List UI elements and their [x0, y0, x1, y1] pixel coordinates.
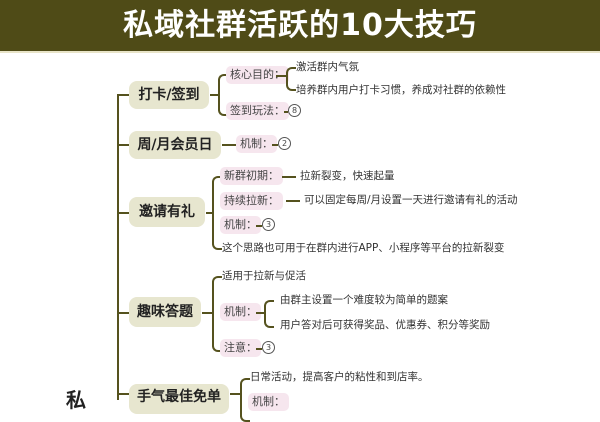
leaf-text: 由群主设置一个难度较为简单的题案 — [280, 294, 448, 306]
leaf-text: 可以固定每周/月设置一天进行邀请有礼的活动 — [304, 194, 518, 206]
branch-checkin[interactable]: 打卡/签到 — [129, 81, 209, 109]
node-mechanism[interactable]: 机制： — [220, 303, 261, 321]
node-checkin-play[interactable]: 签到玩法： — [226, 102, 289, 120]
leaf-text: 激活群内气氛 — [296, 61, 359, 73]
connector — [256, 348, 262, 350]
brace — [218, 74, 228, 116]
connector — [222, 144, 236, 146]
connector — [117, 94, 129, 96]
title-banner: 私域社群活跃的10大技巧 — [0, 0, 600, 53]
connector — [117, 393, 129, 395]
connector — [286, 200, 300, 202]
collapsed-count-badge[interactable]: 8 — [288, 104, 301, 117]
collapsed-count-badge[interactable]: 2 — [278, 137, 291, 150]
node-mechanism[interactable]: 机制： — [236, 135, 277, 153]
connector — [210, 94, 218, 96]
node-core-purpose[interactable]: 核心目的： — [226, 66, 289, 84]
leaf-text: 用户答对后可获得奖品、优惠券、积分等奖励 — [280, 319, 490, 331]
connector — [117, 212, 129, 214]
brace — [286, 67, 296, 91]
trunk-line — [117, 94, 119, 400]
leaf-text: 这个思路也可用于在群内进行APP、小程序等平台的拉新裂变 — [222, 242, 505, 254]
branch-fun-quiz[interactable]: 趣味答题 — [129, 297, 201, 327]
connector — [256, 225, 262, 227]
brace — [212, 276, 222, 352]
branch-lucky-free-order[interactable]: 手气最佳免单 — [129, 384, 229, 414]
node-note[interactable]: 注意： — [220, 339, 261, 357]
connector — [284, 111, 288, 113]
page-title: 私域社群活跃的10大技巧 — [123, 8, 477, 43]
connector — [276, 75, 286, 77]
connector — [272, 144, 278, 146]
branch-invite-reward[interactable]: 邀请有礼 — [129, 197, 205, 227]
leaf-text: 培养群内用户打卡习惯，养成对社群的依赖性 — [296, 84, 506, 96]
node-mechanism[interactable]: 机制： — [220, 216, 261, 234]
collapsed-count-badge[interactable]: 3 — [262, 218, 275, 231]
connector — [202, 312, 212, 314]
node-new-group[interactable]: 新群初期： — [220, 167, 283, 185]
leaf-text: 拉新裂变，快速起量 — [300, 170, 395, 182]
leaf-text: 适用于拉新与促活 — [222, 270, 306, 282]
brace — [264, 300, 274, 328]
node-continuous[interactable]: 持续拉新： — [220, 192, 283, 210]
root-node: 私 — [66, 388, 86, 412]
connector — [282, 176, 296, 178]
connector — [117, 144, 129, 146]
brace — [212, 176, 222, 250]
connector — [256, 312, 264, 314]
connector — [117, 312, 129, 314]
leaf-text: 日常活动，提高客户的粘性和到店率。 — [250, 371, 429, 383]
node-mechanism[interactable]: 机制： — [248, 393, 289, 411]
collapsed-count-badge[interactable]: 3 — [262, 341, 275, 354]
connector — [206, 212, 212, 214]
connector — [230, 393, 240, 395]
branch-member-day[interactable]: 周/月会员日 — [129, 131, 221, 159]
